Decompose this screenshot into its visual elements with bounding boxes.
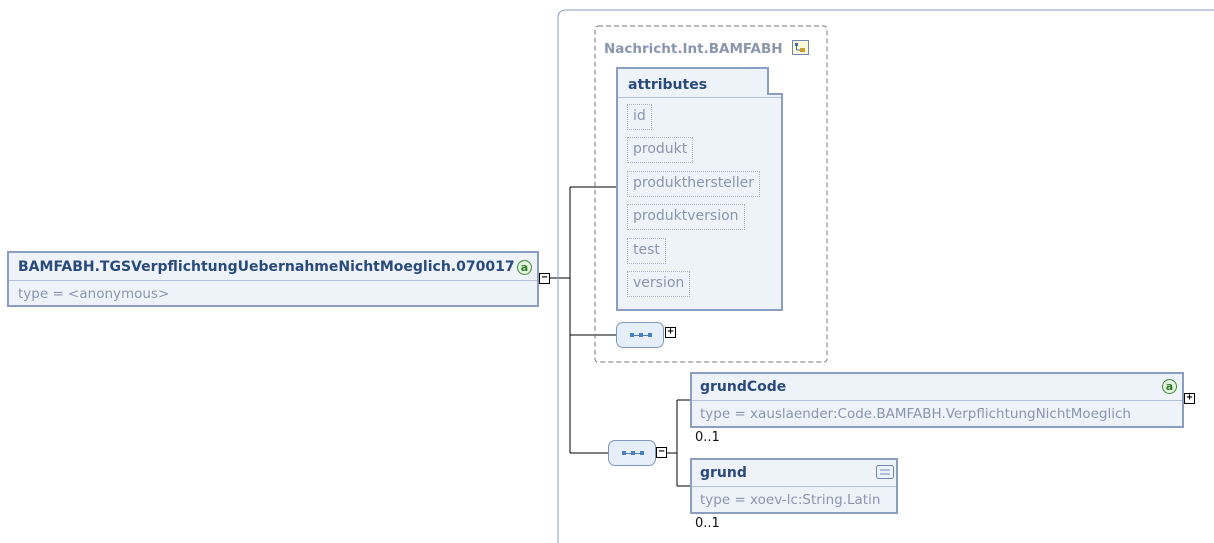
collapse-toggle[interactable]: −	[656, 447, 667, 458]
sequence-compositor[interactable]	[616, 322, 664, 348]
element-grund[interactable]: grund type = xoev-lc:String.Latin	[690, 458, 898, 514]
attributes-title: attributes	[628, 77, 708, 93]
occurrence-label: 0..1	[695, 430, 720, 445]
root-element[interactable]: BAMFABH.TGSVerpflichtungUebernahmeNichtM…	[7, 251, 539, 307]
attribute-produkt[interactable]: produkt	[627, 137, 694, 163]
attribute-id[interactable]: id	[627, 104, 652, 130]
element-name: grund	[700, 465, 747, 481]
root-element-type: type = <anonymous>	[18, 286, 170, 302]
complex-type-icon	[791, 40, 809, 55]
collapse-toggle[interactable]: −	[539, 273, 550, 284]
element-type: type = xauslaender:Code.BAMFABH.Verpflic…	[700, 406, 1131, 422]
sequence-icon	[622, 451, 644, 455]
occurrence-label: 0..1	[695, 516, 720, 531]
sequence-compositor[interactable]	[608, 440, 656, 466]
attribute-badge-icon: a	[517, 260, 532, 275]
attribute-badge-icon: a	[1162, 379, 1177, 394]
attribute-version[interactable]: version	[627, 271, 691, 297]
expand-toggle[interactable]: +	[1184, 393, 1195, 404]
attribute-test[interactable]: test	[627, 238, 666, 264]
root-element-name: BAMFABH.TGSVerpflichtungUebernahmeNichtM…	[18, 259, 515, 275]
attribute-produktversion[interactable]: produktversion	[627, 204, 745, 230]
element-grundcode[interactable]: grundCode a type = xauslaender:Code.BAMF…	[690, 372, 1184, 428]
element-name: grundCode	[700, 379, 787, 395]
sequence-icon	[630, 333, 652, 337]
attribute-produkthersteller[interactable]: produkthersteller	[627, 171, 761, 197]
simple-content-icon	[876, 465, 894, 479]
element-type: type = xoev-lc:String.Latin	[700, 492, 881, 508]
group-title: Nachricht.Int.BAMFABH	[604, 38, 810, 57]
expand-toggle[interactable]: +	[665, 327, 676, 338]
group-name: Nachricht.Int.BAMFABH	[604, 41, 783, 57]
